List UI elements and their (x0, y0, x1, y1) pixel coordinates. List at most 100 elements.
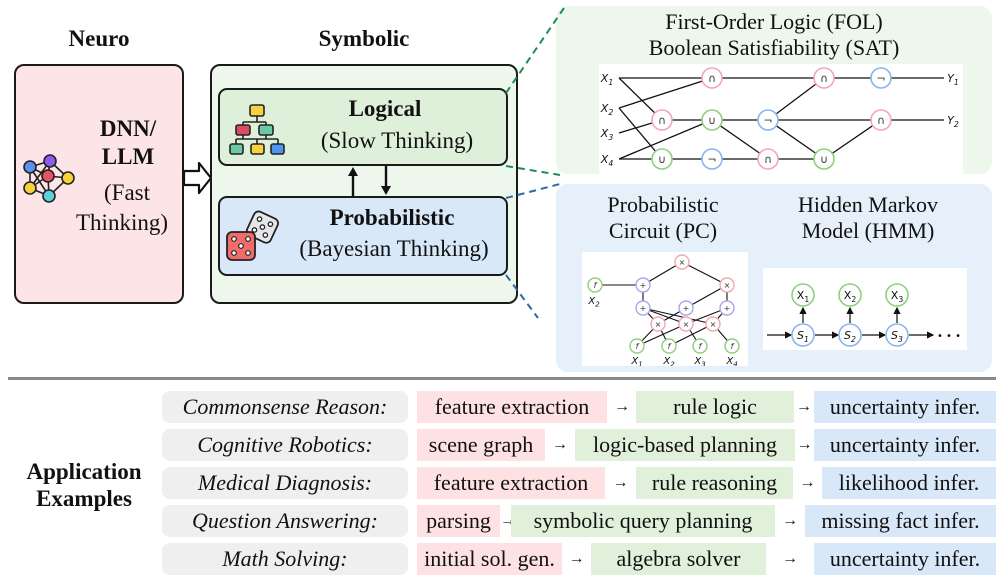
neuro-to-symbolic-arrow (183, 161, 213, 195)
prob-step-chip: uncertainty infer. (814, 543, 996, 575)
hmm-state-node (885, 323, 909, 347)
probabilistic-subtitle: (Bayesian Thinking) (299, 236, 489, 261)
gate-or (701, 109, 723, 131)
step-arrow: → (782, 550, 798, 567)
circuit-wire (823, 119, 882, 160)
pc-node-symbol: + (640, 281, 647, 290)
logical-subtitle: (Slow Thinking) (320, 128, 474, 153)
circuit-wire (711, 119, 769, 160)
gate-and (757, 148, 779, 170)
circuit-input-label: X3 (600, 127, 614, 142)
pc-node-symbol: f (699, 342, 703, 351)
pc-node-leaf (661, 338, 677, 354)
application-name: Cognitive Robotics: (162, 429, 408, 461)
pc-node-product (650, 316, 666, 332)
neuro-sub-line2: Thinking) (76, 210, 168, 235)
zoom-connectors (505, 7, 565, 319)
logic-prob-arrows (348, 166, 391, 196)
pc-leaf-label: X3 (693, 356, 705, 366)
gate-or (651, 148, 673, 170)
hmm-title-line2: Model (HMM) (801, 218, 935, 243)
pc-node-sum (635, 277, 651, 293)
pc-title-line2: Circuit (PC) (608, 218, 718, 243)
step-arrow: → (799, 474, 816, 491)
pc-edge (636, 323, 687, 347)
logic-step-chip: algebra solver (591, 543, 766, 575)
pc-node-leaf (629, 338, 645, 354)
hmm-state-label: S3 (891, 329, 903, 344)
gate-not (870, 67, 892, 89)
gate-symbol: ∩ (764, 153, 772, 166)
logical-title: Logical (348, 96, 422, 121)
pc-leaf-label: X1 (630, 356, 642, 366)
pc-edge (642, 307, 714, 325)
neuro-title-line1: DNN/ (99, 116, 157, 141)
pc-node-sum (678, 300, 694, 316)
pc-edge (668, 323, 714, 347)
pc-edge (681, 261, 728, 286)
step-arrow: → (500, 512, 516, 529)
pc-leaf-label: X2 (662, 356, 675, 366)
circuit-input-label: X2 (600, 102, 614, 117)
pc-node-sum (719, 300, 735, 316)
pc-node-symbol: f (731, 342, 735, 351)
pc-node-leaf (587, 277, 603, 293)
pc-node-symbol: f (594, 281, 598, 290)
gate-symbol: ¬ (707, 153, 716, 166)
pc-node-product (674, 254, 690, 270)
gate-symbol: ∩ (820, 72, 828, 85)
prob-step-chip: uncertainty infer. (814, 429, 996, 461)
hmm-state-label: S2 (844, 329, 856, 344)
application-name: Commonsense Reason: (162, 391, 408, 423)
gate-and (701, 67, 723, 89)
gate-symbol: ¬ (876, 72, 885, 85)
neuro-step-chip: scene graph (417, 429, 545, 461)
gate-and (870, 109, 892, 131)
pc-side-leaf-label: X2 (587, 296, 600, 309)
logic-step-chip: symbolic query planning (511, 505, 775, 537)
step-arrow: → (568, 550, 585, 567)
hmm-title-line1: Hidden Markov (798, 192, 938, 217)
pc-node-symbol: + (640, 304, 647, 313)
logic-step-chip: rule reasoning (636, 467, 793, 499)
application-examples-label: Application Examples (14, 458, 154, 512)
neuro-step-chip: parsing (417, 505, 500, 537)
pc-node-sum (635, 300, 651, 316)
circuit-wire (618, 77, 713, 109)
hmm-state-node (838, 323, 862, 347)
hmm-state-node (791, 323, 815, 347)
pc-node-product (678, 316, 694, 332)
pc-node-leaf (724, 338, 740, 354)
step-arrow: → (796, 398, 812, 415)
neuro-step-chip: feature extraction (417, 391, 607, 423)
neuro-heading: Neuro (68, 26, 130, 51)
prob-step-chip: uncertainty infer. (814, 391, 996, 423)
symbolic-heading: Symbolic (318, 26, 410, 51)
fol-title: First-Order Logic (FOL) (665, 9, 883, 34)
pc-node-symbol: f (636, 342, 640, 351)
neuro-step-chip: initial sol. gen. (417, 543, 562, 575)
application-name: Math Solving: (162, 543, 408, 575)
prob-step-chip: missing fact infer. (805, 505, 996, 537)
circuit-wire (618, 107, 663, 160)
hmm-state-label: S1 (797, 329, 809, 344)
pc-title-line1: Probabilistic (607, 192, 719, 217)
pc-node-symbol: + (683, 304, 690, 313)
gate-and (651, 109, 673, 131)
logic-step-chip: logic-based planning (575, 429, 795, 461)
pc-node-symbol: f (668, 342, 672, 351)
gate-symbol: ∩ (877, 114, 885, 127)
hmm-observation-node (791, 283, 815, 307)
dice-icon (226, 210, 279, 261)
neuro-step-chip: feature extraction (417, 467, 605, 499)
pc-node-product (705, 316, 721, 332)
hierarchy-tree-icon (229, 104, 285, 155)
section-divider (8, 377, 996, 380)
application-label-line1: Application (26, 459, 142, 484)
step-arrow: → (614, 398, 630, 415)
step-arrow: → (796, 436, 813, 453)
circuit-wire (767, 119, 825, 160)
circuit-wire (618, 119, 713, 160)
